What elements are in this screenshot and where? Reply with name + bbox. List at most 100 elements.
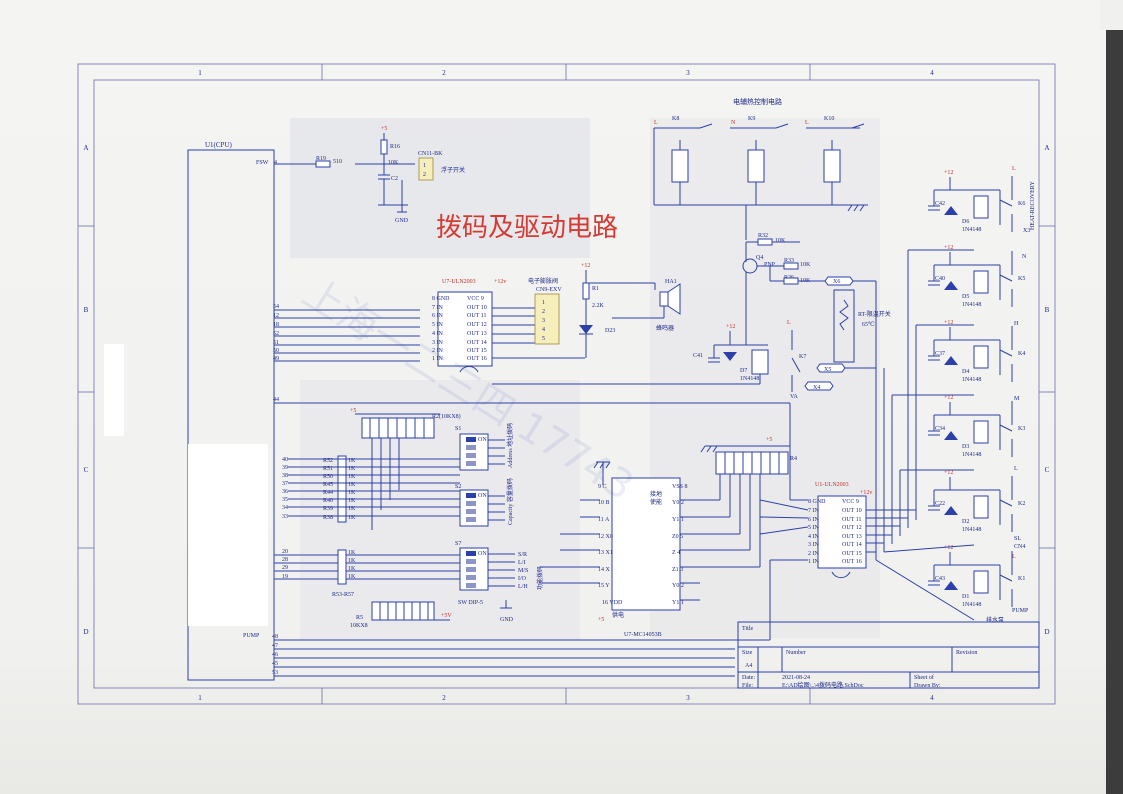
r5-label: R5: [356, 615, 363, 621]
dv-label: 1N4148: [962, 302, 981, 308]
u7-pin-l: 1 IN: [432, 356, 443, 362]
r53-label: R53-R57: [332, 592, 354, 598]
on-label: ON: [478, 437, 487, 443]
dip-switch-section: +5 R2(10KX8) R52 1K R51 1K R50 1K R45 1K…: [274, 408, 544, 629]
scanner-edge-top: [1100, 0, 1123, 30]
s7-part: SW DIP-5: [458, 600, 483, 606]
cn11-ref: CN11-BK: [418, 151, 443, 157]
res-val: 1K: [348, 490, 356, 496]
u7-pin-l: 2 IN: [432, 348, 443, 354]
c-label: C34: [935, 426, 945, 432]
l-label: L: [1014, 466, 1018, 472]
float-switch-circuit: +5 R16 R19 510 10K CN11-BK 1 2 浮子开关 C2 G…: [315, 126, 465, 224]
relay-k5: +12 C40 D5 1N4148 K5: [928, 245, 1025, 308]
mux-note: 接地: [650, 490, 662, 498]
dv-label: 1N4148: [962, 602, 981, 608]
r5-value: 10KX8: [350, 623, 368, 629]
d7-label: D7: [740, 368, 747, 374]
u1-pin-r: OUT 12: [842, 525, 862, 531]
mux-pin-r: VSS 8: [672, 484, 688, 490]
u7-pin-r: OUT 10: [467, 305, 487, 311]
cn9-pin: 2: [542, 309, 545, 315]
col-label-top: 1: [198, 69, 202, 77]
buzzer-label: 蜂鸣器: [656, 324, 674, 332]
cpu-ref: U1(CPU): [205, 141, 233, 149]
res-val: 1K: [348, 466, 356, 472]
r33-value: 10K: [800, 262, 811, 268]
mux-pin-r: Z0 5: [672, 534, 683, 540]
c41-label: C41: [693, 353, 703, 359]
u7-pin-r: OUT 11: [467, 313, 487, 319]
m-label: M: [1014, 396, 1020, 402]
res-ref: R40: [323, 498, 333, 504]
s7-opt: S/R: [518, 552, 527, 558]
cpu-pin: 40: [282, 457, 288, 463]
col-label-bottom: 3: [686, 694, 690, 702]
r1-value: 2.2K: [592, 303, 605, 309]
u1-pin-l: 6 IN: [808, 517, 819, 523]
s1-note: Address 地址拨码: [506, 423, 514, 468]
res-val: 1K: [348, 550, 356, 556]
relay-k6: +12 C42 D6 1N4148 K6: [928, 170, 1025, 233]
u7-pin-l: 4 IN: [432, 331, 443, 337]
row-label-left: C: [84, 466, 89, 474]
date-value: 2021-08-24: [782, 675, 810, 681]
cpu-pin: 44: [273, 397, 279, 403]
pump-ref: PUMP: [1012, 608, 1029, 614]
file-label: File:: [742, 683, 753, 689]
cpu-pin: 54: [273, 304, 279, 310]
cpu-pin: 34: [282, 505, 288, 511]
mux-ref: U7-MC14053B: [624, 632, 662, 638]
mux-pin-l: 13 X1: [598, 550, 613, 556]
cn11-pin: 2: [423, 172, 426, 178]
u1-pin-r: OUT 11: [842, 517, 862, 523]
res-ref: R38: [323, 515, 333, 521]
cpu-pin: 52: [273, 331, 279, 337]
cpu-pin: 51: [273, 340, 279, 346]
cpu-block: U1(CPU) FSW PUMP: [104, 141, 275, 681]
ha1-label: HA1: [665, 279, 677, 285]
d-label: D1: [962, 594, 969, 600]
res-val: 1K: [348, 498, 356, 504]
cpu-pin: 35: [282, 497, 288, 503]
mux-vdd-note: 供电: [612, 611, 624, 619]
u7-vcc: +12v: [494, 279, 506, 285]
mc14053b: 9 C 10 B 11 A 12 X0 13 X1 14 X 15 Y 16 V…: [540, 461, 760, 638]
va-label: VA: [790, 394, 799, 400]
q4-label: Q4: [756, 255, 763, 261]
r19-label: R19: [316, 156, 326, 162]
plus5v-label: +5V: [441, 613, 452, 619]
h-label: H: [1014, 321, 1019, 327]
u7-pin-r: OUT 13: [467, 331, 487, 337]
cpu-pin-numbers: 4 54 12 18 52 51 50 49 44 40 39 38 37 36…: [272, 160, 288, 676]
u7-pin-l: 3 IN: [432, 340, 443, 346]
gnd-label: GND: [500, 617, 514, 623]
u1-pin-r: VCC 9: [842, 499, 859, 505]
u7-pin-r: OUT 14: [467, 340, 487, 346]
float-switch-label: 浮子开关: [441, 166, 465, 174]
s7-opt: L/H: [518, 584, 528, 590]
x6-label: X6: [833, 279, 840, 285]
u1-pin-r: OUT 15: [842, 551, 862, 557]
redaction-block: [104, 344, 124, 436]
drain-pump-label: 排水泵: [986, 616, 1004, 624]
plus12-label: +12: [944, 545, 953, 551]
gnd-label: GND: [395, 218, 409, 224]
output-relays: HEAT-RECOVERY L X3 N H M L SL CN4 L PUMP…: [875, 166, 1036, 624]
plus5-label: +5: [350, 408, 356, 414]
u1-pin-r: OUT 10: [842, 508, 862, 514]
dv-label: 1N4148: [962, 377, 981, 383]
cpu-pin: 46: [272, 652, 278, 658]
heat-recovery-label: HEAT-RECOVERY: [1030, 181, 1036, 230]
col-label-bottom: 2: [442, 694, 446, 702]
cpu-pin: 49: [273, 356, 279, 362]
relay-k1: +12 C43 D1 1N4148 K1: [928, 545, 1025, 608]
cn9-pin: 1: [542, 300, 545, 306]
relay-k3: +12 C34 D3 1N4148 K3: [928, 395, 1025, 458]
col-label-bottom: 4: [930, 694, 934, 702]
u7-pin-r: VCC 9: [467, 296, 484, 302]
mux-pin-r: Y0 2: [672, 583, 684, 589]
cpu-pin: 38: [282, 473, 288, 479]
cpu-pin: 29: [282, 565, 288, 571]
k7-relay: +12 C41 D7 1N4148 L K7 VA X4: [492, 290, 834, 400]
